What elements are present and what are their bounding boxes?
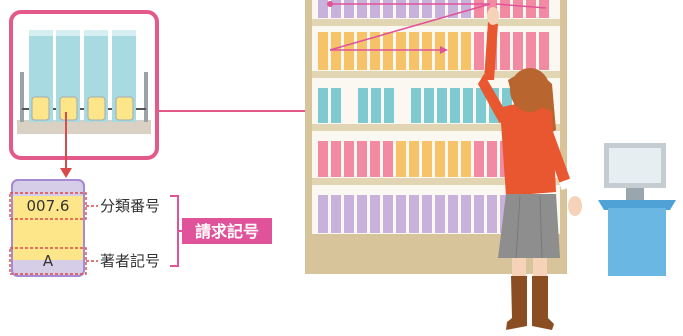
book-spine (331, 88, 341, 123)
book-spine (318, 141, 328, 177)
book-spine (318, 88, 328, 123)
book-spine (422, 141, 432, 177)
book-spine (526, 32, 536, 70)
book-spine (344, 141, 354, 177)
book-spine (396, 0, 406, 18)
book-spine (500, 32, 510, 70)
book-spine (500, 0, 510, 18)
book-spine (344, 32, 354, 70)
opac-terminal (598, 143, 676, 276)
book-spine (358, 88, 368, 123)
book-spine (383, 195, 393, 233)
book-spine (384, 88, 394, 123)
book-spine (383, 32, 393, 70)
book-spine (448, 141, 458, 177)
book-spine (331, 141, 341, 177)
book-spine (370, 0, 380, 18)
class-number-text: 007.6 (27, 197, 70, 215)
book-spine (344, 195, 354, 233)
book-spine (526, 0, 536, 18)
author-mark-label: 著者記号 (100, 252, 160, 270)
zoomed-shelf-callout (11, 12, 157, 158)
book-spine (437, 88, 447, 123)
book-spine (474, 141, 484, 177)
book-spine (331, 195, 341, 233)
book-spine (450, 88, 460, 123)
book-spine (383, 0, 393, 18)
book-spine (448, 32, 458, 70)
book-spine (539, 0, 549, 18)
book-spine (513, 0, 523, 18)
call-number-label: 請求記号 (195, 222, 259, 241)
book-spine (370, 141, 380, 177)
book-spine (448, 195, 458, 233)
book-spine (318, 0, 328, 18)
book-spine (357, 195, 367, 233)
book-spine (318, 32, 328, 70)
book-spine (461, 195, 471, 233)
book-spine (409, 32, 419, 70)
book-spine (539, 32, 549, 70)
book-spine (409, 0, 419, 18)
book-spine (487, 141, 497, 177)
call-number-bracket (170, 196, 182, 266)
book-spine (396, 195, 406, 233)
book-spine (463, 88, 473, 123)
book-spine (513, 32, 523, 70)
book-spine (383, 141, 393, 177)
book-spine (357, 141, 367, 177)
book-spine (474, 195, 484, 233)
author-mark-text: A (43, 252, 54, 270)
book-spine (357, 0, 367, 18)
book-spine (422, 195, 432, 233)
book-spine (344, 0, 354, 18)
book-spine (396, 141, 406, 177)
book-spine (424, 88, 434, 123)
book-spine (435, 0, 445, 18)
book-spine (422, 32, 432, 70)
book-spine (461, 0, 471, 18)
book-spine (474, 32, 484, 70)
book-spine (411, 88, 421, 123)
class-number-label: 分類番号 (100, 197, 160, 215)
book-spine (371, 88, 381, 123)
book-spine (487, 195, 497, 233)
book-spine (318, 195, 328, 233)
book-spine (435, 195, 445, 233)
book-spine (474, 0, 484, 18)
book-spine (409, 195, 419, 233)
book-spine (409, 141, 419, 177)
spine-label (10, 180, 98, 276)
book-spine (461, 141, 471, 177)
book-spine (422, 0, 432, 18)
book-spine (370, 195, 380, 233)
book-spine (357, 32, 367, 70)
book-spine (331, 32, 341, 70)
book-spine (461, 32, 471, 70)
book-spine (396, 32, 406, 70)
book-spine (435, 141, 445, 177)
